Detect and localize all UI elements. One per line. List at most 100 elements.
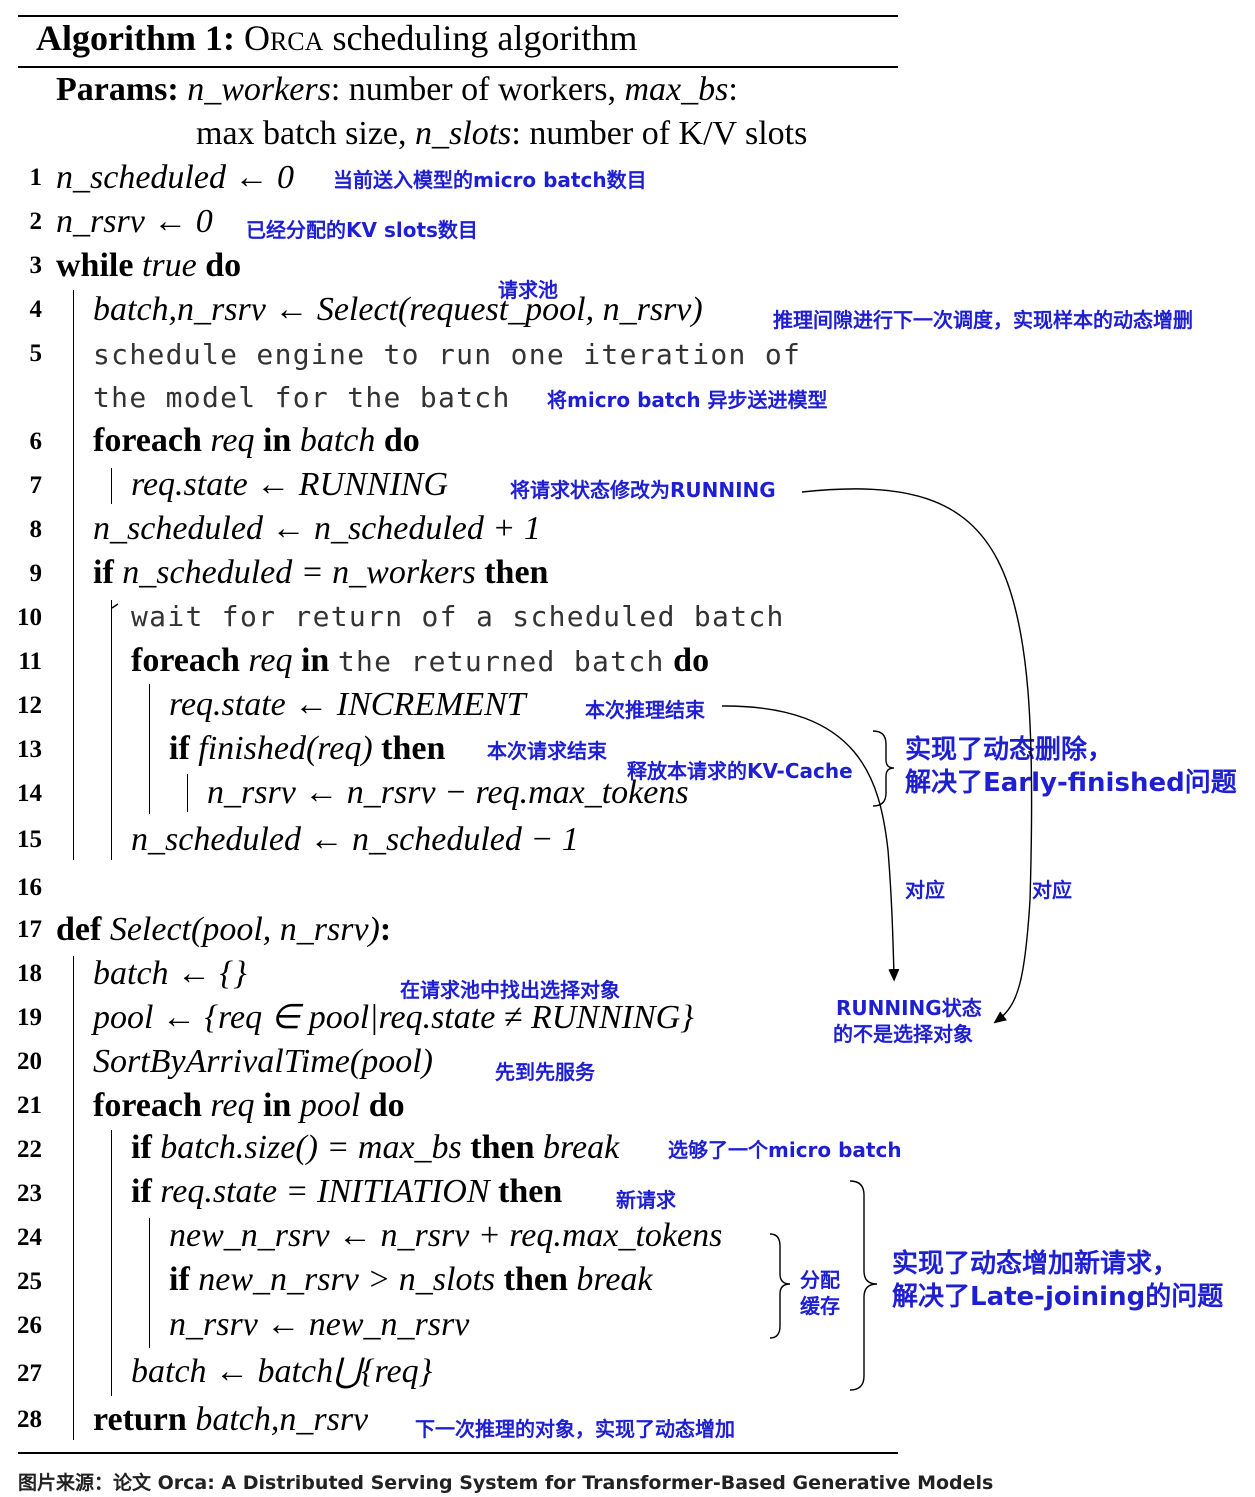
code-line-9: if n_scheduled = n_workers then [93, 553, 548, 593]
code-line-28: return batch,n_rsrv [93, 1400, 368, 1440]
keyword: if [93, 554, 114, 591]
algorithm-title: Algorithm 1: ORCA scheduling algorithm [36, 18, 637, 62]
annotation-line-5: 将micro batch 异步送进模型 [547, 388, 828, 412]
line-number: 22 [17, 1136, 42, 1163]
algorithm-label: Algorithm 1: [36, 18, 235, 58]
annotation-running-not-selected-1: RUNNING状态 [836, 996, 982, 1020]
line-number: 7 [29, 472, 43, 499]
annotation-line-12: 本次推理结束 [585, 698, 705, 722]
title-rule [18, 66, 898, 68]
code-line-5: schedule engine to run one iteration of [93, 338, 801, 371]
arrow-running-to-select [801, 488, 1033, 1024]
line-number: 20 [17, 1048, 42, 1075]
brace-dynamic-remove [872, 730, 895, 807]
code-text: n_scheduled ← n_scheduled + 1 [93, 510, 541, 547]
keyword: while [56, 247, 134, 284]
keyword: if [169, 1261, 190, 1298]
keyword: do [383, 422, 420, 459]
top-rule [18, 15, 898, 17]
line-number: 15 [17, 826, 42, 853]
line-number: 21 [17, 1092, 42, 1119]
brace-dynamic-add [849, 1180, 878, 1391]
code-text: batch ← {} [93, 955, 247, 992]
line-number: 10 [17, 604, 42, 631]
code-text: req [210, 1087, 255, 1124]
code-line-11: foreach req in the returned batch do [131, 641, 709, 682]
code-line-12: req.state ← INCREMENT [169, 685, 526, 725]
line-number: 6 [29, 428, 43, 455]
code-text: the returned batch [337, 645, 665, 678]
annotation-dynamic-add-1: 实现了动态增加新请求， [892, 1249, 1179, 1279]
code-text: Select(pool, n_rsrv) [109, 911, 380, 948]
code-text: pool ← {req ∈ pool|req.state ≠ RUNNING} [93, 999, 694, 1036]
code-text: n_rsrv ← n_rsrv − req.max_tokens [207, 774, 689, 811]
code-line-3: while true do [56, 246, 241, 286]
annotation-dynamic-add-2: 解决了Late-joining的问题 [892, 1282, 1224, 1312]
code-text: n_rsrv ← 0 [56, 203, 213, 240]
annotation-dynamic-remove-2: 解决了Early-finished问题 [905, 768, 1237, 798]
code-line-4: batch,n_rsrv ← Select(request_pool, n_rs… [93, 290, 703, 330]
keyword: return [93, 1401, 187, 1438]
line-number: 5 [29, 340, 43, 367]
bottom-rule [18, 1452, 898, 1454]
annotation-line-20: 先到先服务 [495, 1060, 595, 1084]
code-line-25: if new_n_rsrv > n_slots then break [169, 1260, 653, 1300]
annotation-line-13: 本次请求结束 [487, 739, 607, 763]
code-line-21: foreach req in pool do [93, 1086, 405, 1126]
code-text: n_scheduled = n_workers [122, 554, 476, 591]
code-line-26: n_rsrv ← new_n_rsrv [169, 1305, 469, 1345]
code-text: n_rsrv ← new_n_rsrv [169, 1306, 470, 1343]
line-number: 14 [17, 780, 42, 807]
code-line-6: foreach req in batch do [93, 421, 420, 461]
line-number: 4 [29, 296, 43, 323]
code-line-7: req.state ← RUNNING [131, 465, 448, 505]
code-line-14: n_rsrv ← n_rsrv − req.max_tokens [207, 773, 689, 813]
annotation-dynamic-remove-1: 实现了动态删除， [905, 735, 1114, 765]
annotation-line-4: 推理间隙进行下一次调度，实现样本的动态增删 [773, 308, 1193, 332]
code-text: batch [299, 422, 376, 459]
algorithm-name-rest: RCA [269, 27, 324, 56]
param-n-workers: n_workers [187, 71, 331, 108]
code-line-13: if finished(req) then [169, 729, 445, 769]
annotation-line-14: 释放本请求的KV-Cache [627, 759, 853, 783]
tick-mark-line-10 [111, 603, 119, 609]
code-text: req [210, 422, 255, 459]
code-line-17: def Select(pool, n_rsrv): [56, 910, 391, 950]
annotation-line-7: 将请求状态修改为RUNNING [510, 478, 776, 502]
arrow-increment-to-select [721, 705, 900, 982]
code-line-1: n_scheduled ← 0 [56, 158, 294, 198]
code-line-5-cont: the model for the batch [93, 381, 511, 414]
if-initiation-scope-bar [149, 1218, 150, 1348]
code-text: batch.size() = max_bs [160, 1129, 462, 1166]
code-line-20: SortByArrivalTime(pool) [93, 1042, 433, 1082]
code-text: true [141, 247, 197, 284]
annotation-allocate-2: 缓存 [800, 1294, 840, 1318]
keyword: then [498, 1173, 563, 1210]
code-line-10: wait for return of a scheduled batch [131, 600, 785, 633]
line-number: 11 [18, 648, 42, 675]
code-text: batch,n_rsrv [195, 1401, 369, 1438]
keyword: then [381, 730, 446, 767]
code-text: SortByArrivalTime(pool) [93, 1043, 433, 1080]
code-text: batch,n_rsrv ← Select(request_pool, n_rs… [93, 291, 703, 328]
keyword: if [131, 1173, 152, 1210]
param-text: : number of workers, [330, 71, 625, 108]
code-line-23: if req.state = INITIATION then [131, 1172, 562, 1212]
line-number: 25 [17, 1268, 42, 1295]
annotation-line-1: 当前送入模型的micro batch数目 [333, 168, 647, 192]
line-number: 16 [17, 874, 42, 901]
params-line-2: max batch size, n_slots: number of K/V s… [196, 114, 807, 154]
code-text: new_n_rsrv ← n_rsrv + req.max_tokens [169, 1217, 723, 1254]
annotation-request-pool: 请求池 [498, 278, 558, 302]
code-text: req.state = INITIATION [160, 1173, 490, 1210]
keyword: in [262, 1087, 292, 1124]
code-line-2: n_rsrv ← 0 [56, 202, 213, 242]
annotation-line-19: 在请求池中找出选择对象 [400, 978, 620, 1002]
code-text: schedule engine to run one iteration of [93, 338, 802, 371]
keyword: then [470, 1129, 535, 1166]
annotation-correspond-2: 对应 [1032, 878, 1072, 902]
line-number: 19 [17, 1004, 42, 1031]
code-line-8: n_scheduled ← n_scheduled + 1 [93, 509, 541, 549]
keyword: then [484, 554, 549, 591]
